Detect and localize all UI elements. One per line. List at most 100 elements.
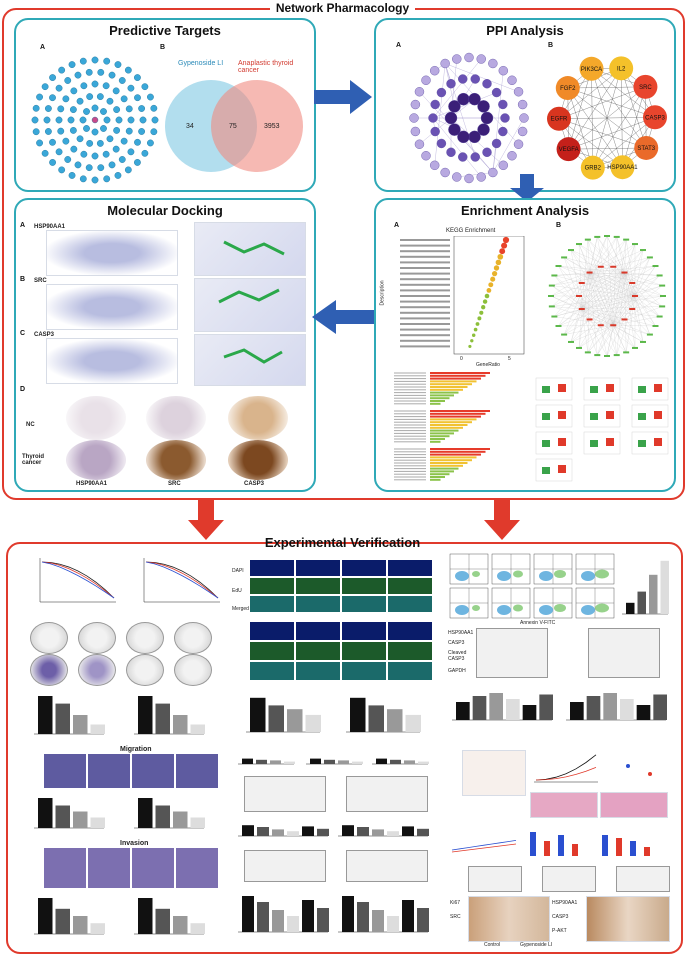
flow-population bbox=[513, 604, 523, 612]
arrow-down-icon bbox=[510, 174, 544, 202]
body-weight-bar bbox=[602, 835, 608, 856]
western-blot-left-2 bbox=[244, 850, 326, 882]
ihc-cancer-1 bbox=[66, 440, 126, 480]
hub-edge bbox=[591, 68, 593, 168]
bar bbox=[489, 693, 503, 720]
enrich-edge bbox=[624, 272, 627, 353]
ppi-node bbox=[457, 92, 470, 106]
enrich-edge bbox=[551, 295, 636, 307]
go-term-placeholder bbox=[394, 456, 426, 458]
kegg-dot bbox=[468, 344, 472, 348]
enrich-edge bbox=[558, 295, 636, 327]
flow-population bbox=[581, 571, 595, 581]
kegg-dotplot bbox=[400, 236, 525, 355]
go-term-placeholder bbox=[394, 389, 426, 391]
go-term-placeholder bbox=[394, 451, 426, 453]
kegg-dot bbox=[490, 276, 496, 282]
colony-dish-1 bbox=[30, 622, 68, 654]
target-node bbox=[31, 116, 39, 124]
bar bbox=[376, 758, 387, 764]
flow-population bbox=[472, 605, 480, 611]
kegg-term-placeholder bbox=[400, 267, 450, 269]
bar bbox=[268, 705, 284, 732]
target-node bbox=[91, 80, 99, 88]
target-node bbox=[103, 116, 111, 124]
kegg-dot bbox=[493, 265, 500, 271]
hub-node bbox=[642, 105, 667, 130]
boxplot-tumor bbox=[558, 411, 566, 419]
hub-node bbox=[610, 155, 635, 180]
go-bar bbox=[430, 464, 463, 467]
kegg-dot bbox=[484, 293, 490, 299]
target-node bbox=[55, 116, 63, 124]
enrich-edge bbox=[624, 257, 650, 273]
kegg-dot bbox=[475, 322, 480, 326]
go-term-placeholder bbox=[394, 413, 426, 415]
enrich-edge bbox=[634, 295, 660, 317]
verification-title: Experimental Verification bbox=[264, 535, 421, 550]
target-node bbox=[147, 139, 154, 147]
bar bbox=[372, 910, 384, 932]
body-weight-bar bbox=[630, 841, 636, 856]
enrich-edge bbox=[589, 243, 636, 273]
bar bbox=[387, 831, 399, 836]
target-node bbox=[74, 71, 82, 79]
bar bbox=[302, 826, 314, 836]
enrich-edge bbox=[589, 272, 644, 343]
enrich-edge bbox=[551, 272, 625, 307]
go-bar bbox=[430, 400, 445, 402]
enrich-node bbox=[576, 295, 582, 297]
target-node bbox=[74, 161, 82, 169]
ligand-sticks bbox=[218, 240, 285, 364]
flow-population bbox=[497, 571, 511, 581]
bar bbox=[603, 693, 617, 720]
go-term-placeholder bbox=[394, 462, 426, 464]
enrich-node bbox=[548, 295, 554, 297]
enrich-edge bbox=[564, 325, 614, 335]
enrich-node bbox=[561, 256, 568, 259]
go-term-placeholder bbox=[394, 380, 426, 382]
western-blot-animal-2 bbox=[542, 866, 596, 892]
ihc-label-1: HSP90AA1 bbox=[76, 481, 108, 487]
enrich-edge bbox=[624, 244, 636, 273]
flow-population bbox=[581, 605, 595, 615]
hub-edge bbox=[558, 68, 622, 119]
protein-bars-3 bbox=[238, 896, 429, 933]
ppi-node bbox=[482, 147, 492, 157]
go-term-placeholder bbox=[394, 394, 426, 396]
enrich-edge bbox=[589, 272, 617, 356]
colony-dish-3 bbox=[126, 622, 164, 654]
ihc-label-3: CASP3 bbox=[244, 481, 265, 487]
ppi-edge bbox=[432, 117, 482, 178]
enrich-edge bbox=[558, 272, 590, 327]
enrich-edge bbox=[581, 285, 663, 310]
hub-gene-label: FGF2 bbox=[560, 86, 576, 92]
kegg-term-placeholder bbox=[400, 306, 450, 309]
target-node bbox=[69, 106, 77, 113]
enrich-edge bbox=[578, 244, 582, 310]
edu-edu-bottom bbox=[250, 642, 434, 660]
edu-row-dapi: DAPI bbox=[232, 568, 244, 574]
kegg-tick-0: 0 bbox=[460, 356, 463, 362]
enrich-edge bbox=[554, 275, 636, 297]
go-bar bbox=[430, 470, 454, 473]
enrich-edge bbox=[581, 243, 636, 310]
hub-gene-label: VEGFA bbox=[559, 147, 579, 153]
kegg-dot bbox=[486, 288, 492, 293]
enrich-edge bbox=[570, 249, 590, 273]
enrich-edge bbox=[587, 239, 625, 273]
ppi-node bbox=[430, 65, 440, 76]
enrich-edge bbox=[554, 275, 582, 310]
enrich-node bbox=[632, 295, 638, 297]
go-term-placeholder bbox=[394, 397, 426, 399]
enrich-node bbox=[586, 271, 593, 274]
ppi-node bbox=[448, 100, 461, 113]
enrich-node bbox=[660, 295, 666, 297]
hub-edge bbox=[591, 68, 647, 149]
enrich-edge bbox=[634, 295, 656, 327]
red-arrow-left-icon bbox=[188, 500, 224, 540]
go-bar bbox=[430, 421, 472, 424]
target-node bbox=[85, 68, 93, 76]
go-term-placeholder bbox=[394, 378, 426, 380]
tumor-growth-curves bbox=[534, 754, 652, 783]
